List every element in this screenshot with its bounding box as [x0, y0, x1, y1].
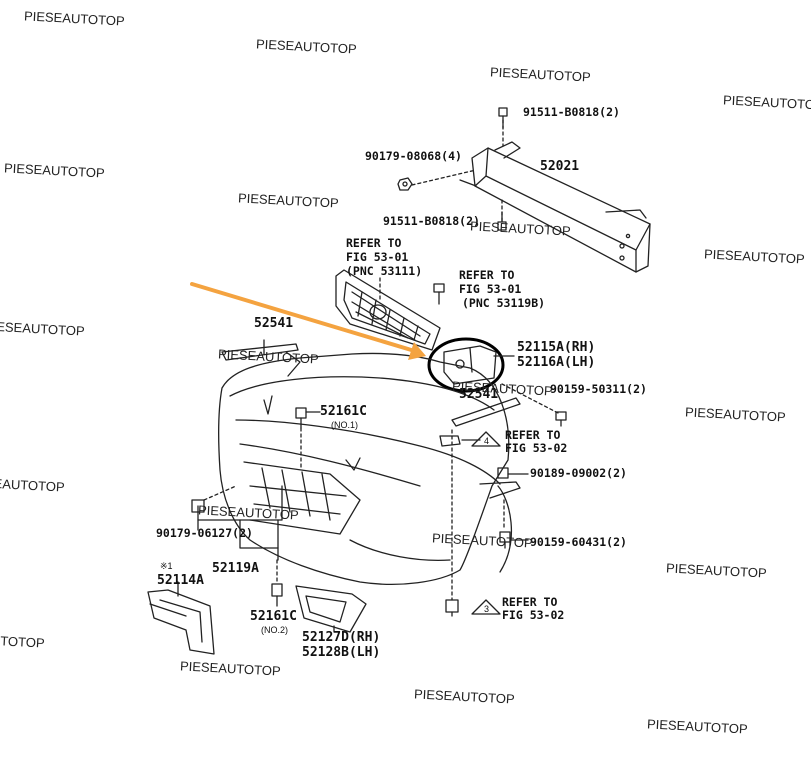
callout-cover-lh: 52128B(LH): [302, 645, 381, 660]
nut-left-icon: [397, 177, 413, 191]
bolt-top-icon: [498, 107, 508, 129]
callout-retainer-2: 52161C: [250, 609, 297, 624]
callout-lower-grille: 52119A: [212, 561, 259, 576]
retainer-no1-icon: [295, 407, 307, 429]
triangle-mark-4: [471, 431, 501, 447]
triangle-number-4: 4: [484, 436, 490, 446]
callout-ref-fig-b-2: FIG 53-02: [502, 608, 565, 622]
callout-plate-mark: ※1: [160, 561, 173, 571]
triangle-number-3: 3: [484, 604, 490, 614]
callout-clip-ref-3: (PNC 53119B): [462, 296, 546, 310]
bolt-bracket-icon: [555, 411, 567, 427]
callout-bracket-lh: 52116A(LH): [517, 355, 596, 370]
nut-bottom-left-icon: [191, 499, 205, 513]
highlight-arrow-icon: [190, 282, 426, 360]
bracket-highlight-circle: [427, 337, 505, 393]
callout-nut-bottom-left: 90179-06127(2): [156, 526, 253, 540]
triangle-mark-3: [471, 599, 501, 615]
callout-clip-ref-1: REFER TO: [459, 268, 515, 282]
license-plate-bracket-drawing: [147, 589, 215, 655]
callout-strip-right: 52541: [459, 387, 499, 402]
bolt-bottom-icon: [499, 531, 511, 549]
callout-retainer-no2: (NO.2): [261, 625, 288, 635]
callout-bolt-lower: 91511-B0818(2): [383, 214, 480, 228]
callout-bolt-bottom: 90159-60431(2): [530, 535, 627, 549]
callout-clip-right: 90189-09002(2): [530, 466, 627, 480]
callout-ref-fig-a-1: REFER TO: [505, 428, 561, 442]
callout-clip-ref-2: FIG 53-01: [459, 282, 522, 296]
watermark-text: PIESEAUTOTOP: [0, 318, 85, 339]
callout-bracket-rh: 52115A(RH): [517, 340, 596, 355]
callout-grille-ref-1: REFER TO: [346, 236, 402, 250]
grille-clip-icon: [433, 283, 445, 305]
callout-cover-rh: 52127D(RH): [302, 630, 381, 645]
callout-nut-left: 90179-08068(4): [365, 149, 462, 163]
fastener-bottom-icon: [445, 599, 459, 617]
retainer-no2-icon: [271, 583, 283, 607]
callout-grille-ref-3: (PNC 53111): [346, 264, 423, 278]
callout-retainer-1: 52161C: [320, 404, 367, 419]
callout-ref-fig-b-1: REFER TO: [502, 595, 558, 609]
fog-cover-drawing: [295, 585, 367, 633]
bumper-cover-drawing: [218, 352, 521, 586]
clip-right-side-icon: [439, 435, 461, 447]
upper-strip-drawing: [221, 343, 299, 361]
callout-retainer-no1: (NO.1): [331, 420, 358, 430]
upper-grille-drawing: [335, 269, 441, 351]
clip-90189-icon: [497, 467, 509, 479]
callout-strip-upper: 52541: [254, 316, 294, 331]
right-strip-drawing: [451, 397, 521, 427]
callout-bolt-bracket: 90159-50311(2): [550, 382, 647, 396]
callout-reinforcement: 52021: [540, 159, 580, 174]
callout-grille-ref-2: FIG 53-01: [346, 250, 409, 264]
callout-plate: 52114A: [157, 573, 204, 588]
bolt-lower-icon: [497, 211, 507, 231]
callout-ref-fig-a-2: FIG 53-02: [505, 441, 568, 455]
callout-bolt-top: 91511-B0818(2): [523, 105, 620, 119]
